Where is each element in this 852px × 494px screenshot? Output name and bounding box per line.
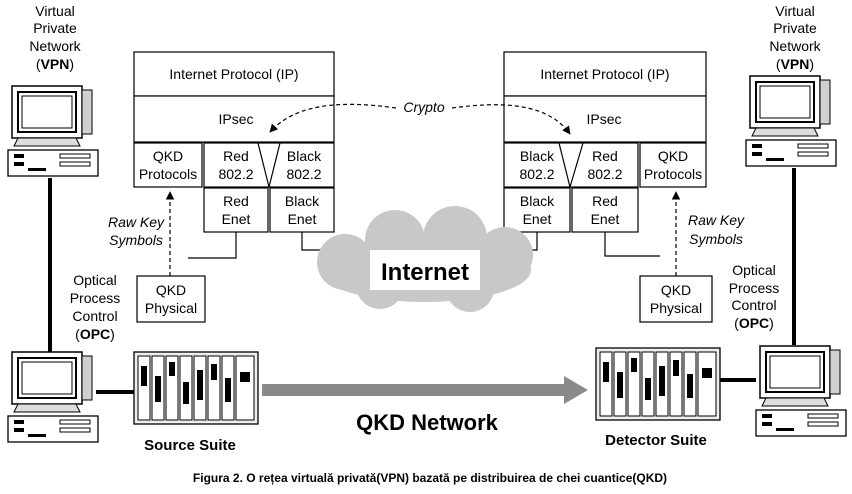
left-qkd-protocols-box <box>133 142 203 188</box>
right-qkd-physical-line2: Physical <box>650 300 702 316</box>
right-vpn-abbr: (VPN) <box>776 56 814 72</box>
right-opc-line3: Control <box>731 297 776 313</box>
left-vpn-line1: Virtual <box>35 3 74 19</box>
right-opc-label: Optical Process Control (OPC) <box>729 262 780 331</box>
left-vpn-line3: Network <box>29 38 81 54</box>
right-ipsec-label: IPsec <box>586 111 621 127</box>
right-raw-key-line2: Symbols <box>689 231 743 247</box>
left-ipsec-label: IPsec <box>218 111 253 127</box>
left-red-enet-line2: Enet <box>222 211 251 227</box>
left-opc-label: Optical Process Control (OPC) <box>70 272 121 342</box>
right-qkd-protocols-box <box>639 142 707 188</box>
right-opc-abbr: (OPC) <box>734 315 774 331</box>
internet-label: Internet <box>381 259 469 286</box>
right-ip-box <box>503 51 707 97</box>
right-vpn-computer-icon <box>745 75 837 167</box>
left-opc-computer-icon <box>7 351 99 443</box>
detector-suite-label: Detector Suite <box>605 432 707 449</box>
left-opc-line3: Control <box>72 308 117 324</box>
left-protocol-stack: Internet Protocol (IP) IPsec QKD Protoco… <box>133 51 335 233</box>
right-opc-line2: Process <box>729 280 780 296</box>
left-red-enet-line1: Red <box>223 193 249 209</box>
source-suite-rack-icon <box>133 351 259 425</box>
left-black-8022-line2: 802.2 <box>286 166 321 182</box>
crypto-left-arrow <box>269 103 397 133</box>
right-raw-key-line1: Raw Key <box>688 212 745 228</box>
left-raw-key-line2: Symbols <box>109 232 163 248</box>
left-ip-box <box>133 51 335 97</box>
detector-suite-rack-icon <box>595 347 721 421</box>
source-suite-label: Source Suite <box>144 437 236 454</box>
left-8022-box <box>203 142 335 188</box>
crypto-label: Crypto <box>403 99 444 115</box>
right-protocol-stack: Internet Protocol (IP) IPsec Black 802.2… <box>503 51 707 233</box>
right-qkd-protocols-line2: Protocols <box>644 166 702 182</box>
right-red-enet-line1: Red <box>592 193 618 209</box>
right-opc-computer-icon <box>755 345 847 437</box>
left-red-8022-line1: Red <box>223 148 249 164</box>
right-8022-v-divider <box>558 142 584 190</box>
right-red-8022-line2: 802.2 <box>587 166 622 182</box>
right-vpn-label: Virtual Private Network (VPN) <box>769 3 821 72</box>
left-vpn-label: Virtual Private Network (VPN) <box>29 3 81 72</box>
left-vpn-computer-icon <box>7 85 99 177</box>
left-qkd-protocols-line1: QKD <box>153 148 183 164</box>
right-black-enet-line2: Enet <box>523 211 552 227</box>
right-qkd-physical-line1: QKD <box>661 282 691 298</box>
internet-cloud-icon: Internet <box>317 206 533 312</box>
right-black-enet-line1: Black <box>520 193 555 209</box>
left-opc-abbr: (OPC) <box>75 326 115 342</box>
right-vpn-line2: Private <box>773 20 817 36</box>
left-opc-line1: Optical <box>73 272 117 288</box>
left-ipsec-box <box>133 95 335 143</box>
left-ip-label: Internet Protocol (IP) <box>169 66 298 82</box>
right-red-enet-line2: Enet <box>591 211 620 227</box>
right-red-enet-box <box>571 187 639 233</box>
left-qkd-physical-line2: Physical <box>145 300 197 316</box>
figure-caption: Figura 2. O rețea virtuală privată(VPN) … <box>193 471 667 485</box>
right-black-8022-line2: 802.2 <box>519 166 554 182</box>
left-black-8022-line1: Black <box>287 148 322 164</box>
right-ip-label: Internet Protocol (IP) <box>540 66 669 82</box>
left-red-8022-line2: 802.2 <box>218 166 253 182</box>
left-8022-v-divider <box>257 142 281 188</box>
left-vpn-abbr: (VPN) <box>36 56 74 72</box>
right-vpn-line3: Network <box>769 38 821 54</box>
right-qkd-physical-box <box>639 275 713 323</box>
left-qkd-physical-box <box>136 275 206 323</box>
right-qkd-protocols-line1: QKD <box>658 148 688 164</box>
right-8022-box <box>503 142 639 188</box>
left-black-enet-line2: Enet <box>288 211 317 227</box>
right-opc-line1: Optical <box>732 262 776 278</box>
right-vpn-line1: Virtual <box>775 3 814 19</box>
left-red-enet-link <box>188 232 237 259</box>
left-qkd-protocols-line2: Protocols <box>139 166 197 182</box>
right-red-8022-line1: Red <box>592 148 618 164</box>
left-black-enet-line1: Black <box>285 193 320 209</box>
left-vpn-line2: Private <box>33 20 77 36</box>
right-ipsec-box <box>503 95 707 143</box>
right-red-enet-link <box>604 232 660 257</box>
left-raw-key-line1: Raw Key <box>108 214 165 230</box>
left-opc-line2: Process <box>70 290 121 306</box>
right-black-enet-box <box>503 187 571 233</box>
qkd-network-label: QKD Network <box>356 410 499 435</box>
crypto-right-arrow <box>451 104 571 135</box>
qkd-network-arrow <box>262 376 588 404</box>
left-qkd-physical-line1: QKD <box>156 282 186 298</box>
right-black-8022-line1: Black <box>520 148 555 164</box>
